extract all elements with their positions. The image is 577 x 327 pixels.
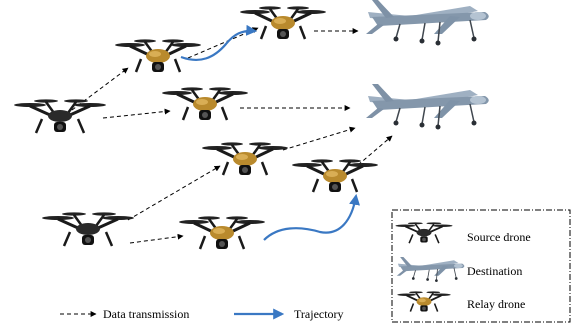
data-link xyxy=(129,233,184,244)
relay-drone xyxy=(177,214,267,251)
relay-drone xyxy=(290,157,380,194)
source-drone-lower xyxy=(40,210,136,248)
data-link xyxy=(102,108,171,119)
destination-uav-top xyxy=(365,0,490,47)
source-drone-upper xyxy=(12,97,108,135)
legend-relay-label: Relay drone xyxy=(467,297,525,311)
legend-bottom: Data transmission Trajectory xyxy=(60,307,344,321)
data-link xyxy=(357,135,393,166)
data-link xyxy=(127,165,221,221)
relay-drone xyxy=(238,4,328,41)
legend-data-transmission-label: Data transmission xyxy=(103,307,189,321)
trajectory-path xyxy=(263,193,360,241)
data-link xyxy=(71,67,129,111)
relay-drone xyxy=(200,140,290,177)
relay-drone xyxy=(160,85,250,122)
data-link xyxy=(187,27,259,59)
legend-source-label: Source drone xyxy=(467,230,531,244)
data-link xyxy=(282,126,356,151)
legend-destination-label: Destination xyxy=(467,264,522,278)
legend-box: Source drone Destination Relay drone xyxy=(391,209,571,323)
trajectories xyxy=(180,24,360,241)
destination-uav-middle xyxy=(365,83,490,131)
relay-drone xyxy=(113,37,203,74)
data-links xyxy=(71,27,393,244)
trajectory-path xyxy=(180,24,258,61)
legend-trajectory-label: Trajectory xyxy=(294,307,344,321)
